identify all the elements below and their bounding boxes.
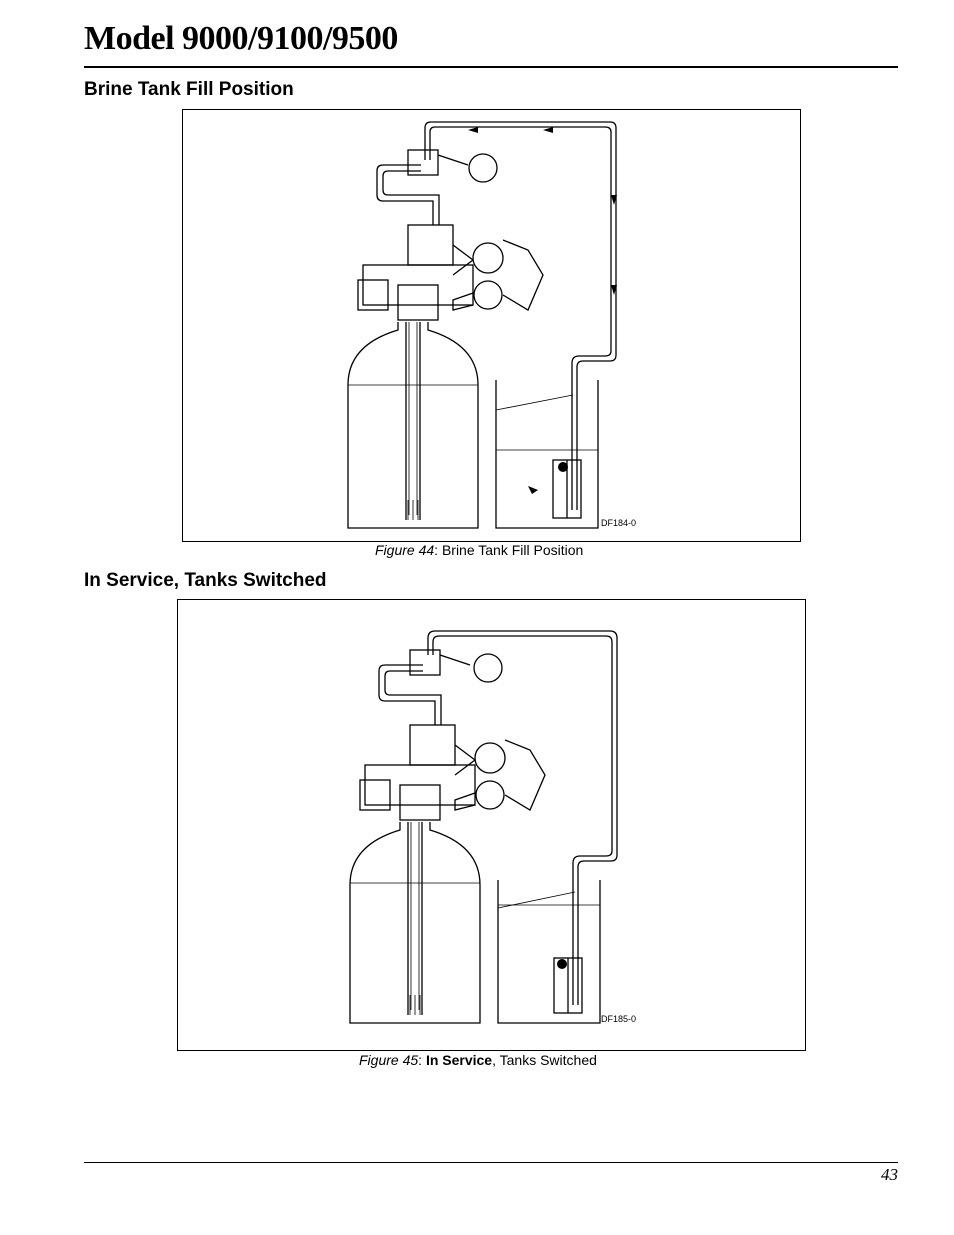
figure-45-ref: Figure 45 bbox=[359, 1052, 419, 1068]
figure-44-caption: Figure 44: Brine Tank Fill Position bbox=[375, 542, 583, 558]
page-title: Model 9000/9100/9500 bbox=[84, 20, 398, 57]
caption-text: Brine Tank Fill Position bbox=[441, 542, 584, 558]
header-rule bbox=[84, 66, 898, 68]
figure-44-diagram: DF184-0 bbox=[182, 109, 801, 542]
caption-separator: : bbox=[434, 542, 442, 558]
caption-text: , Tanks Switched bbox=[492, 1052, 597, 1068]
figure-id-label: DF184-0 bbox=[601, 518, 636, 528]
figure-id-label: DF185-0 bbox=[601, 1014, 636, 1024]
section-heading-in-service: In Service, Tanks Switched bbox=[84, 570, 327, 591]
footer-rule bbox=[84, 1162, 898, 1163]
caption-separator: : bbox=[418, 1052, 426, 1068]
figure-45-diagram: DF185-0 bbox=[177, 599, 806, 1051]
section-heading-brine-tank-fill: Brine Tank Fill Position bbox=[84, 79, 294, 100]
page-number: 43 bbox=[881, 1165, 898, 1184]
figure-45-caption: Figure 45: In Service, Tanks Switched bbox=[359, 1052, 597, 1068]
figure-44-ref: Figure 44 bbox=[375, 542, 435, 558]
caption-bold-text: In Service bbox=[425, 1052, 493, 1068]
